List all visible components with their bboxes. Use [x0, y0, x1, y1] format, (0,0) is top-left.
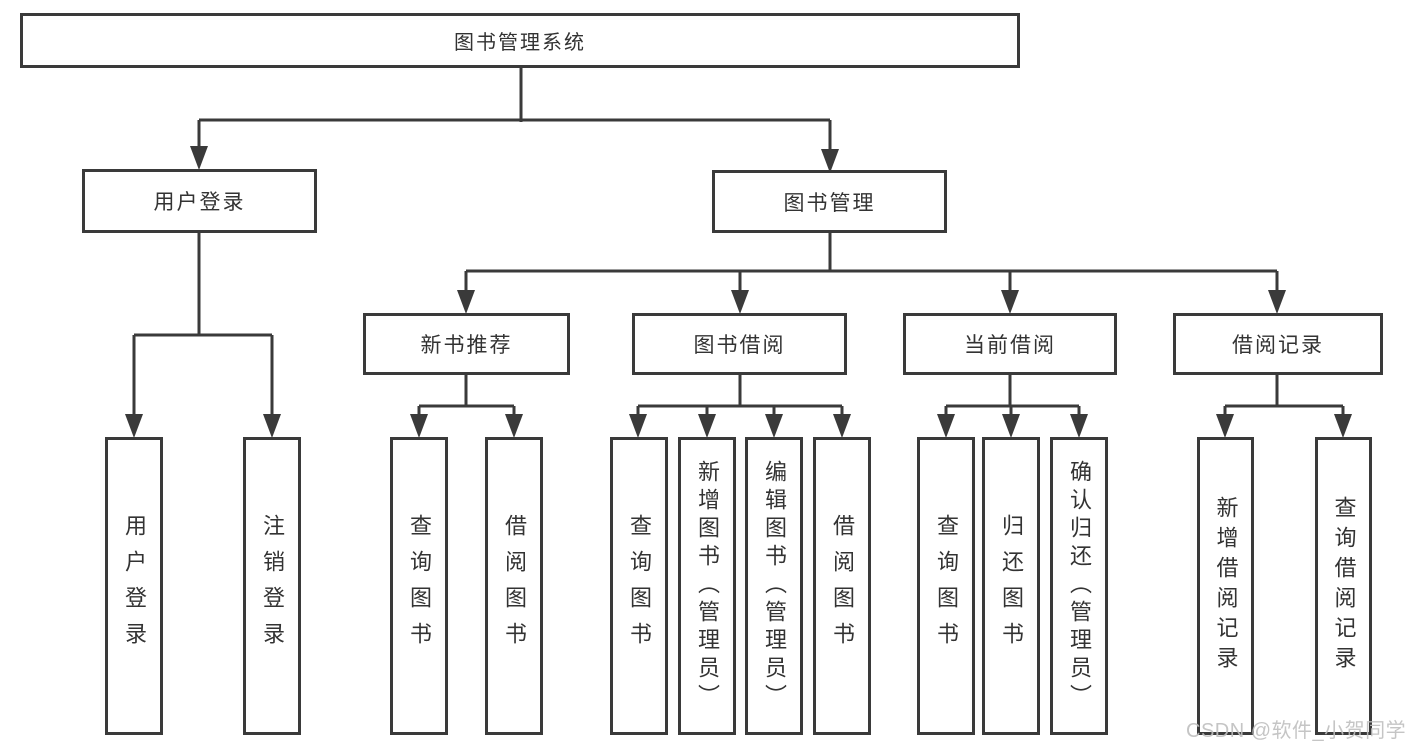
node-new-book-recommend-label: 新书推荐: [420, 334, 513, 357]
leaf-user-login-label: 用户登录: [122, 514, 147, 658]
arrowhead-icons: [125, 146, 1352, 438]
leaf-bb-borrow-books: 借阅图书: [813, 437, 871, 735]
leaf-br-add-record-label: 新增借阅记录: [1213, 496, 1239, 676]
leaf-br-add-record: 新增借阅记录: [1197, 437, 1254, 735]
leaf-nbr-borrow-books-label: 借阅图书: [502, 514, 527, 658]
leaf-bb-add-books-admin: 新增图书（管理员）: [678, 437, 736, 735]
leaf-cb-query-books-label: 查询图书: [934, 514, 959, 658]
leaf-logout-login: 注销登录: [243, 437, 301, 735]
leaf-bb-add-books-admin-label: 新增图书（管理员）: [695, 460, 720, 712]
leaf-nbr-query-books-label: 查询图书: [407, 514, 432, 658]
node-book-management-label: 图书管理: [783, 191, 876, 215]
node-book-borrowing-label: 图书借阅: [693, 334, 786, 357]
csdn-watermark: CSDN @软件_小贺同学: [1186, 720, 1405, 742]
leaf-br-query-record-label: 查询借阅记录: [1331, 496, 1357, 676]
node-user-login-label: 用户登录: [153, 191, 246, 214]
node-user-login: 用户登录: [82, 169, 317, 233]
leaf-bb-borrow-books-label: 借阅图书: [830, 514, 855, 658]
node-new-book-recommend: 新书推荐: [363, 313, 570, 375]
node-book-borrowing: 图书借阅: [632, 313, 847, 375]
tree-edges: [132, 67, 1345, 418]
leaf-user-login: 用户登录: [105, 437, 163, 735]
node-borrowing-records-label: 借阅记录: [1232, 334, 1324, 357]
node-borrowing-records: 借阅记录: [1173, 313, 1383, 375]
leaf-cb-confirm-return-admin-label: 确认归还（管理员）: [1067, 460, 1092, 712]
leaf-logout-login-label: 注销登录: [260, 514, 285, 658]
leaf-nbr-query-books: 查询图书: [390, 437, 448, 735]
leaf-br-query-record: 查询借阅记录: [1315, 437, 1372, 735]
node-root: 图书管理系统: [20, 13, 1020, 68]
leaf-nbr-borrow-books: 借阅图书: [485, 437, 543, 735]
leaf-bb-query-books-label: 查询图书: [627, 514, 652, 658]
node-book-management: 图书管理: [712, 170, 947, 233]
leaf-bb-query-books: 查询图书: [610, 437, 668, 735]
leaf-cb-confirm-return-admin: 确认归还（管理员）: [1050, 437, 1108, 735]
leaf-bb-edit-books-admin-label: 编辑图书（管理员）: [762, 460, 787, 712]
leaf-bb-edit-books-admin: 编辑图书（管理员）: [745, 437, 803, 735]
node-current-borrowing-label: 当前借阅: [964, 334, 1056, 357]
node-root-label: 图书管理系统: [454, 32, 586, 54]
leaf-cb-query-books: 查询图书: [917, 437, 975, 735]
node-current-borrowing: 当前借阅: [903, 313, 1117, 375]
leaf-cb-return-books-label: 归还图书: [999, 514, 1024, 658]
leaf-cb-return-books: 归还图书: [982, 437, 1040, 735]
